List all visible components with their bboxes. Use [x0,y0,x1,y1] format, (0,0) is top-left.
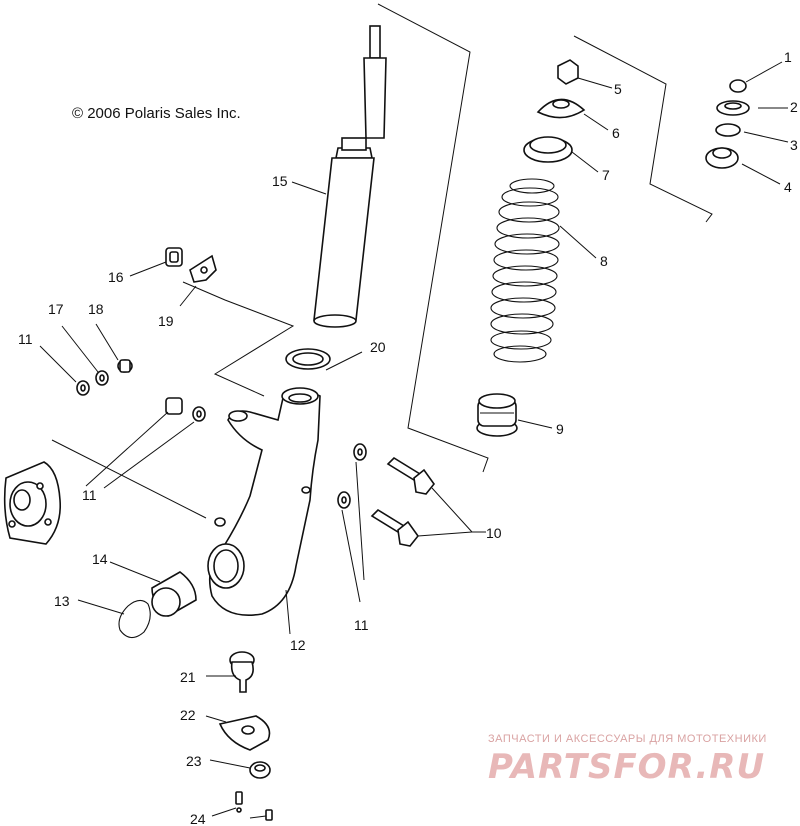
callout-19: 19 [158,313,174,329]
washers-right [337,443,367,509]
ball-joint [218,651,273,821]
callout-14: 14 [92,551,108,567]
callout-13: 13 [54,593,70,609]
callout-8: 8 [600,253,608,269]
coil-spring [490,178,560,363]
small-hardware-left [76,359,206,422]
callout-15: 15 [272,173,288,189]
bearing-and-snap-ring [118,571,197,639]
callout-24: 24 [190,811,206,826]
spring-top-hardware [523,59,586,163]
callout-11-middle: 11 [82,487,97,503]
callout-18: 18 [88,301,104,317]
grouping-lines [51,3,713,519]
callout-3: 3 [790,137,798,153]
watermark: ЗАПЧАСТИ И АКСЕССУАРЫ ДЛЯ МОТОТЕХНИКИ PA… [488,733,767,787]
copyright-text: © 2006 Polaris Sales Inc. [72,105,241,122]
callout-20: 20 [370,339,386,355]
callout-23: 23 [186,753,202,769]
steering-knuckle [207,387,321,616]
callout-16: 16 [108,269,124,285]
callout-11-left: 11 [18,331,33,347]
callout-2: 2 [790,99,798,115]
bolts [370,456,436,547]
callout-9: 9 [556,421,564,437]
callout-6: 6 [612,125,620,141]
hub-assembly [3,461,62,545]
watermark-tagline: ЗАПЧАСТИ И АКСЕССУАРЫ ДЛЯ МОТОТЕХНИКИ [488,733,767,745]
callout-10: 10 [486,525,502,541]
callouts: 1 2 3 4 5 6 7 8 9 10 11 11 11 12 13 14 1… [18,49,798,826]
callout-11-right: 11 [354,617,369,633]
o-ring [285,348,331,370]
top-mount-hardware [705,79,750,169]
callout-7: 7 [602,167,610,183]
leader-lines [39,61,789,819]
callout-1: 1 [784,49,792,65]
callout-21: 21 [180,669,196,685]
shock-absorber [313,25,387,328]
callout-5: 5 [614,81,622,97]
watermark-brand: PARTSFOR.RU [488,747,765,787]
clips [165,247,217,283]
callout-4: 4 [784,179,792,195]
callout-12: 12 [290,637,306,653]
bump-stop [476,393,518,437]
callout-22: 22 [180,707,196,723]
callout-17: 17 [48,301,64,317]
